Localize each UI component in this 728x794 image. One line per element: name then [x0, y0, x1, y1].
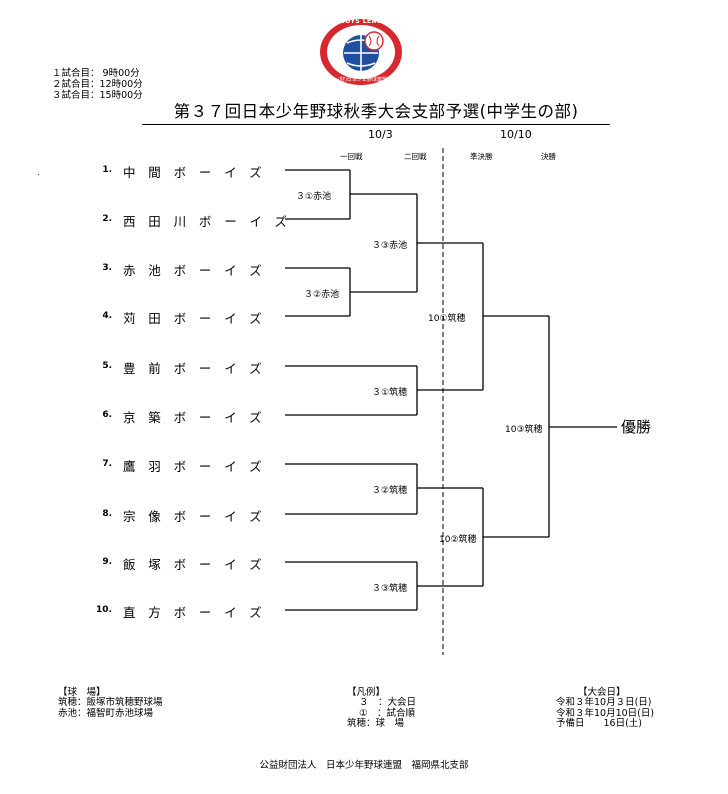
team-name: 宗像ボーイズ	[123, 509, 275, 524]
match-time-2: ２試合目：12時00分	[52, 79, 143, 90]
venue-line: 赤池：福智町赤池球場	[58, 707, 154, 719]
team-name: 飯塚ボーイズ	[123, 557, 275, 572]
date-first: 10/3	[368, 128, 393, 141]
team-name: 赤池ボーイズ	[123, 263, 275, 278]
venue-title: 【球 場】	[58, 687, 106, 698]
team-number: 7.	[102, 459, 112, 469]
game-label-sf-b: 10②筑穂	[439, 535, 477, 545]
match-time-1: １試合目： 9時00分	[52, 68, 140, 79]
legend-line: 筑穂：球 場	[347, 718, 405, 729]
round-label-4: 決勝	[541, 152, 556, 161]
team-name: 鷹羽ボーイズ	[123, 459, 275, 474]
dates-title: 【大会日】	[578, 687, 626, 698]
game-label-r2-d: ３③筑穂	[372, 584, 408, 594]
team-number: 9.	[102, 557, 112, 567]
date-second: 10/10	[500, 128, 532, 141]
page-title: 第３７回日本少年野球秋季大会支部予選(中学生の部)	[142, 98, 610, 125]
team-row: 3. 赤池ボーイズ	[96, 260, 276, 278]
venue-line: 筑穂：飯塚市筑穂野球場	[58, 697, 163, 708]
legend-block: 【凡例】 ３ ：大会日 ① ：試合順 筑穂：球 場	[347, 684, 416, 730]
dates-block: 【大会日】 令和３年10月３日(日) 令和３年10月10日(日) 予備日 16日…	[556, 684, 654, 730]
stray-mark: .	[37, 168, 40, 178]
legend-line: ① ：試合順	[359, 707, 416, 719]
team-name: 苅田ボーイズ	[123, 311, 275, 326]
game-label-r2-c: ３②筑穂	[372, 486, 408, 496]
team-number: 4.	[102, 311, 112, 321]
game-label-r1-b: ３②赤池	[304, 290, 340, 300]
team-name: 直方ボーイズ	[123, 605, 275, 620]
game-label-final: 10③筑穂	[505, 425, 543, 435]
team-number: 2.	[102, 214, 112, 224]
dates-line: 予備日 16日(土)	[556, 718, 643, 729]
round-label-3: 準決勝	[470, 152, 493, 161]
emblem-top-text: BOYS LEAGUE	[340, 18, 393, 25]
team-name: 京築ボーイズ	[123, 410, 275, 425]
team-number: 3.	[102, 263, 112, 273]
game-label-sf-a: 10①筑穂	[428, 314, 466, 324]
dates-line: 令和３年10月10日(日)	[556, 707, 655, 719]
game-label-r2-b: ３①筑穂	[372, 388, 408, 398]
team-name: 豊前ボーイズ	[123, 361, 275, 376]
team-row: 1. 中間ボーイズ	[96, 162, 276, 180]
team-number: 10.	[96, 605, 112, 615]
organization-footer: 公益財団法人 日本少年野球連盟 福岡県北支部	[259, 760, 469, 771]
team-number: 5.	[102, 361, 112, 371]
team-row: 2.西田川ボーイズ	[96, 211, 287, 229]
game-label-r1-a: ３①赤池	[296, 192, 332, 202]
dates-line: 令和３年10月３日(日)	[556, 697, 652, 708]
team-row: 7. 鷹羽ボーイズ	[96, 456, 276, 474]
boys-league-emblem	[320, 19, 402, 85]
team-number: 8.	[102, 509, 112, 519]
team-name: 西田川ボーイズ	[123, 214, 300, 229]
venue-block: 【球 場】 筑穂：飯塚市筑穂野球場 赤池：福智町赤池球場	[58, 684, 163, 719]
team-row: 10. 直方ボーイズ	[96, 602, 276, 620]
team-number: 1.	[102, 165, 112, 175]
team-number: 6.	[102, 410, 112, 420]
round-label-1: 一回戦	[340, 152, 363, 161]
match-times: １試合目： 9時00分 ２試合目：12時00分 ３試合目：15時00分	[52, 68, 143, 101]
legend-title: 【凡例】	[347, 687, 386, 698]
team-row: 5. 豊前ボーイズ	[96, 358, 276, 376]
team-row: 8. 宗像ボーイズ	[96, 506, 276, 524]
champion-label: 優勝	[621, 418, 652, 436]
team-name: 中間ボーイズ	[123, 165, 275, 180]
round-label-2: 二回戦	[404, 152, 427, 161]
legend-line: ３ ：大会日	[359, 697, 417, 708]
game-label-r2-a: ３③赤池	[372, 241, 408, 251]
emblem-bottom-text: (財)日本少年野球連盟	[338, 77, 387, 83]
team-row: 9. 飯塚ボーイズ	[96, 554, 276, 572]
team-row: 6. 京築ボーイズ	[96, 407, 276, 425]
match-time-3: ３試合目：15時00分	[52, 90, 143, 101]
team-row: 4. 苅田ボーイズ	[96, 308, 276, 326]
